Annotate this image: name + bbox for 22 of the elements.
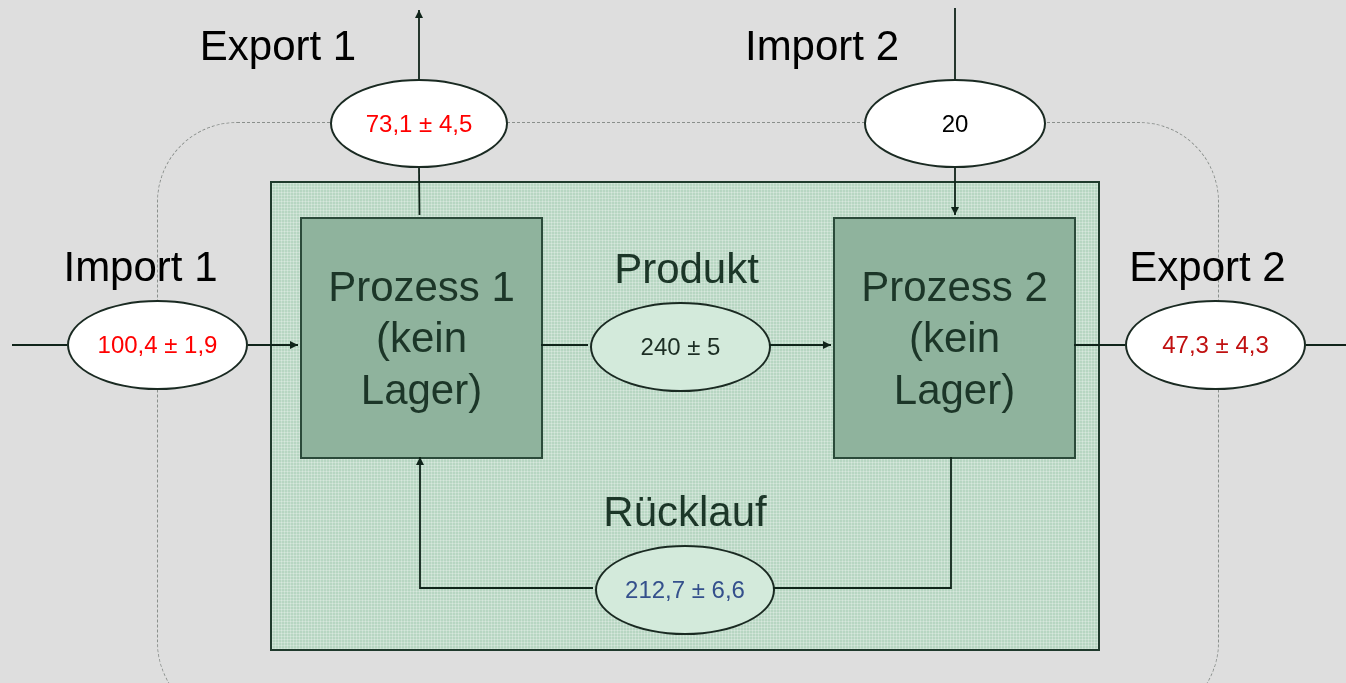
process-box xyxy=(300,217,543,459)
flow-value: 20 xyxy=(941,109,969,138)
process-label: Prozess 1 (kein Lager) xyxy=(327,262,516,415)
flow-arrow xyxy=(415,9,423,80)
flow-arrow xyxy=(247,341,299,349)
process-label: Prozess 2 (kein Lager) xyxy=(860,262,1049,415)
system-area xyxy=(270,181,1100,651)
flow-value: 73,1 ± 4,5 xyxy=(365,109,473,138)
process-box xyxy=(833,217,1076,459)
flow-arrow xyxy=(951,167,959,216)
flow-value: 47,3 ± 4,3 xyxy=(1162,331,1269,359)
flow-heading: Export 1 xyxy=(199,25,357,67)
flow-heading: Import 1 xyxy=(63,246,218,288)
flow-arrow xyxy=(768,341,832,349)
flow-heading: Produkt xyxy=(614,248,759,290)
flow-heading: Export 2 xyxy=(1129,246,1286,288)
flow-heading: Rücklauf xyxy=(603,491,767,533)
flow-value: 212,7 ± 6,6 xyxy=(625,576,745,604)
flow-value: 100,4 ± 1,9 xyxy=(97,331,218,359)
flow-arrow xyxy=(416,456,594,589)
flow-value: 240 ± 5 xyxy=(640,333,721,361)
flow-heading: Import 2 xyxy=(744,25,900,67)
